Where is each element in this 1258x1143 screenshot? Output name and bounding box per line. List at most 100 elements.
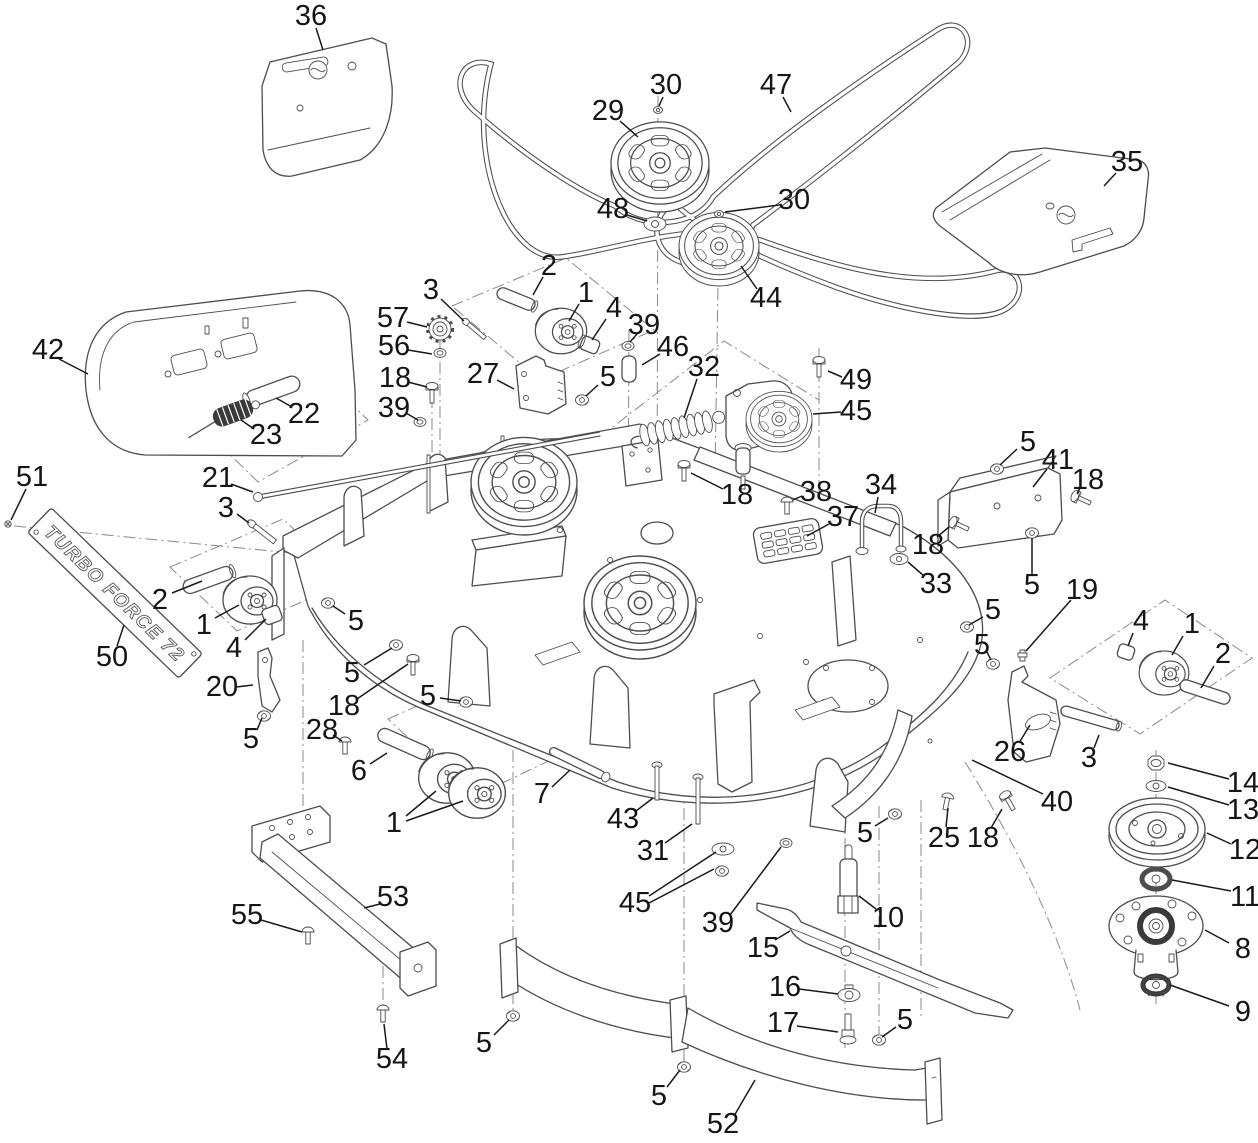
washer-45 bbox=[711, 842, 735, 856]
callout-label-50: 50 bbox=[96, 641, 128, 673]
callout-leader-56 bbox=[407, 349, 433, 355]
callout-leader-55 bbox=[260, 919, 303, 933]
belt-cover-35 bbox=[932, 147, 1150, 276]
callout-leader-53 bbox=[363, 903, 381, 909]
callout-label-3: 3 bbox=[423, 274, 439, 306]
callout-leader-49 bbox=[827, 370, 843, 378]
bracket-53 bbox=[251, 805, 437, 997]
nut-5k bbox=[990, 463, 1004, 475]
callout-label-5: 5 bbox=[1020, 426, 1036, 458]
callout-label-33: 33 bbox=[920, 568, 952, 600]
callout-label-45: 45 bbox=[840, 395, 872, 427]
callout-label-3: 3 bbox=[218, 492, 234, 524]
callout-leader-31 bbox=[664, 823, 693, 844]
callout-leader-19 bbox=[1025, 599, 1072, 652]
callout-leader-16 bbox=[798, 988, 839, 995]
callout-label-18: 18 bbox=[379, 362, 411, 394]
callout-leader-5 bbox=[256, 717, 263, 731]
nut-56 bbox=[433, 348, 447, 358]
caster-wheel-1-top bbox=[534, 307, 588, 355]
caster-axle-2-top bbox=[496, 287, 539, 313]
callout-label-49: 49 bbox=[840, 364, 872, 396]
nut-39c bbox=[779, 838, 793, 848]
callout-label-38: 38 bbox=[800, 476, 832, 508]
callout-label-40: 40 bbox=[1041, 786, 1073, 818]
callout-leader-5 bbox=[332, 605, 346, 615]
caster-bracket-26 bbox=[1007, 665, 1061, 763]
callout-label-7: 7 bbox=[534, 778, 550, 810]
callout-leader-6 bbox=[369, 752, 388, 765]
bolt-43 bbox=[651, 761, 663, 801]
callout-label-11: 11 bbox=[1230, 881, 1258, 913]
callout-label-57: 57 bbox=[377, 302, 409, 334]
callout-leader-5 bbox=[585, 384, 599, 397]
callout-label-27: 27 bbox=[467, 358, 499, 390]
callout-leader-1 bbox=[405, 800, 464, 822]
callout-leader-35 bbox=[1103, 172, 1117, 187]
callout-leader-43 bbox=[635, 797, 654, 812]
callout-leader-33 bbox=[907, 561, 925, 577]
spacer-4-left bbox=[261, 604, 283, 626]
bushing-16 bbox=[837, 984, 861, 1002]
callout-label-4: 4 bbox=[606, 292, 622, 324]
callout-label-18: 18 bbox=[967, 822, 999, 854]
callout-leader-15 bbox=[774, 930, 791, 941]
callout-label-15: 15 bbox=[747, 932, 779, 964]
callout-leader-27 bbox=[496, 379, 515, 390]
callout-leader-45 bbox=[812, 411, 842, 415]
callout-label-35: 35 bbox=[1111, 146, 1143, 178]
callout-leader-26 bbox=[1018, 724, 1031, 744]
callout-label-1: 1 bbox=[578, 277, 594, 309]
deck-spindle-pulley-left bbox=[470, 436, 578, 536]
callout-leader-47 bbox=[782, 96, 792, 113]
bolt-31 bbox=[692, 773, 704, 825]
bolt-55 bbox=[301, 926, 315, 945]
callout-label-29: 29 bbox=[592, 95, 624, 127]
callout-label-42: 42 bbox=[32, 334, 64, 366]
spacer-11 bbox=[1139, 866, 1173, 892]
bolt-54 bbox=[376, 1004, 390, 1023]
callout-leader-40 bbox=[971, 759, 1044, 795]
washer-48 bbox=[643, 216, 667, 232]
callout-label-16: 16 bbox=[769, 971, 801, 1003]
callout-label-30: 30 bbox=[650, 69, 682, 101]
callout-label-12: 12 bbox=[1229, 834, 1258, 866]
callout-label-8: 8 bbox=[1235, 933, 1251, 965]
callout-leader-4 bbox=[591, 318, 607, 341]
callout-label-25: 25 bbox=[928, 822, 960, 854]
callout-leader-7 bbox=[551, 769, 571, 788]
callout-label-26: 26 bbox=[994, 736, 1026, 768]
callout-label-6: 6 bbox=[351, 755, 367, 787]
callout-leader-42 bbox=[58, 358, 89, 375]
callout-label-30: 30 bbox=[778, 184, 810, 216]
callout-label-43: 43 bbox=[607, 803, 639, 835]
callout-leader-1 bbox=[214, 604, 240, 619]
callout-leader-4 bbox=[244, 618, 267, 641]
callout-label-21: 21 bbox=[202, 462, 234, 494]
callout-label-5: 5 bbox=[1024, 569, 1040, 601]
callout-label-1: 1 bbox=[1184, 608, 1200, 640]
callout-label-5: 5 bbox=[897, 1004, 913, 1036]
callout-leader-17 bbox=[796, 1025, 839, 1033]
callout-leader-32 bbox=[683, 378, 698, 419]
callout-label-41: 41 bbox=[1042, 444, 1074, 476]
callout-leader-13 bbox=[1167, 786, 1230, 806]
callout-label-1: 1 bbox=[386, 807, 402, 839]
callout-leader-18 bbox=[1076, 487, 1081, 495]
callout-leader-3 bbox=[440, 298, 465, 322]
callout-label-46: 46 bbox=[657, 331, 689, 363]
callout-leader-5 bbox=[968, 616, 984, 626]
blade-15 bbox=[756, 902, 1014, 1019]
callout-leader-3 bbox=[1093, 734, 1100, 749]
spacer-4-right bbox=[1116, 643, 1136, 661]
callout-label-5: 5 bbox=[420, 680, 436, 712]
callout-leader-57 bbox=[406, 321, 428, 328]
callout-leader-5 bbox=[493, 1019, 510, 1036]
callout-leader-5 bbox=[874, 817, 889, 827]
nut-30a bbox=[653, 106, 663, 114]
callout-label-28: 28 bbox=[306, 714, 338, 746]
callout-leader-38 bbox=[792, 495, 803, 501]
callout-leader-45 bbox=[648, 851, 717, 897]
